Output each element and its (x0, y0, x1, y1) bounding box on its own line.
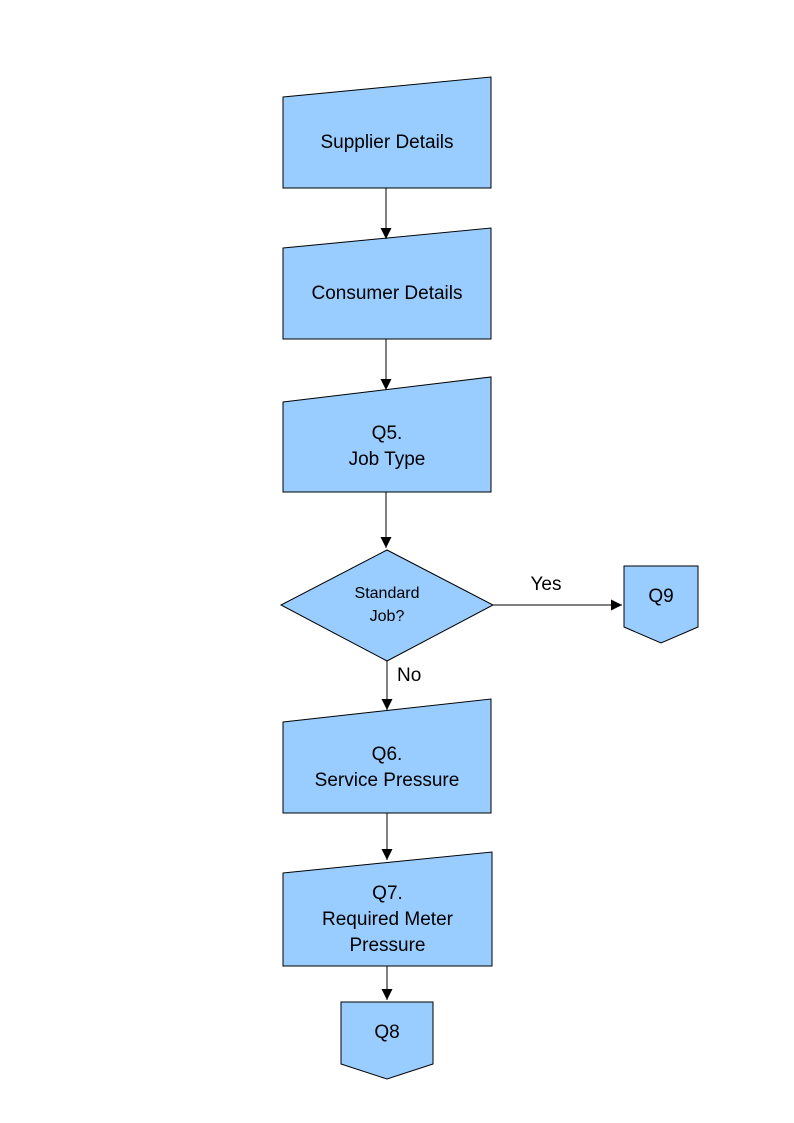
node-q8-connector-shape (340, 1001, 434, 1080)
node-q9-connector-shape (623, 565, 699, 644)
node-consumer-details-label: Consumer Details (311, 282, 463, 304)
node-supplier-details-shape (282, 76, 492, 189)
node-q6-service-pressure-shape (282, 698, 492, 814)
node-supplier-details-label: Supplier Details (320, 131, 454, 153)
node-standard-job-decision-label: Standard Job? (354, 585, 420, 625)
edge-label-no: No (397, 665, 422, 686)
node-q7-required-meter-pressure-shape (282, 851, 493, 967)
node-q8-connector-label: Q8 (374, 1022, 400, 1043)
node-consumer-details-shape (282, 227, 492, 340)
edge-label-yes: Yes (530, 574, 562, 595)
node-q6-service-pressure-label: Q6. Service Pressure (314, 743, 460, 791)
node-q7-required-meter-pressure-label: Q7. Required Meter Pressure (322, 882, 453, 956)
node-q9-connector-label: Q9 (648, 585, 674, 607)
node-q5-job-type-label: Q5. Job Type (348, 423, 426, 470)
node-q5-job-type-shape (282, 376, 492, 493)
